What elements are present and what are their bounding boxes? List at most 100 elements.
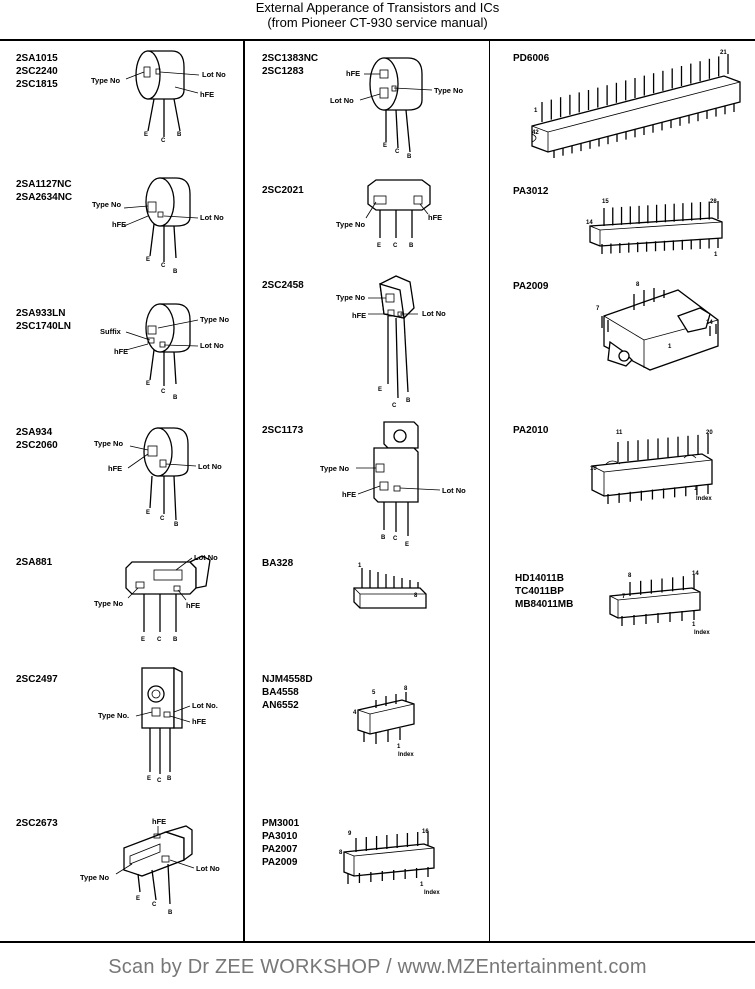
- pin-e: E: [146, 257, 150, 263]
- bottom-rule: [0, 941, 755, 943]
- pin-4-label: 4: [353, 710, 357, 716]
- hybrid-package-diagram-pa2009: 8 7 14 1: [596, 282, 719, 371]
- to92-package-diagram-4: Type No hFE Lot No E C B: [94, 427, 222, 528]
- pin-e: E: [141, 637, 145, 643]
- pin-1-label: 1: [694, 486, 698, 492]
- part-numbers-2sc1173: 2SC1173: [262, 425, 304, 436]
- page-title: External Apperance of Transistors and IC…: [0, 0, 755, 30]
- to92-package-diagram-2: Type No hFE Lot No E C B: [92, 177, 224, 275]
- pin-1-label: 1: [397, 744, 401, 750]
- lot-no-label: Lot No: [194, 553, 218, 562]
- part-numbers-2sc2021: 2SC2021: [262, 185, 304, 196]
- index-label: Index: [696, 496, 712, 502]
- pin-b: B: [381, 535, 386, 541]
- lot-no-label: Lot No: [202, 70, 226, 79]
- index-label: Index: [424, 890, 440, 896]
- part-numbers-2sa1127nc: 2SA1127NC 2SA2634NC: [16, 179, 73, 203]
- dip28-package-diagram-pa3012: 15 28 14 1: [586, 199, 723, 258]
- pin-15-label: 15: [602, 199, 609, 205]
- pin-42-label: 42: [532, 130, 539, 136]
- dip8-package-diagram-njm4558d: 5 8 4 1 Index: [353, 686, 415, 758]
- to126-package-diagram-2sa881: Lot No Type No hFE E C B: [94, 553, 218, 643]
- pin-e: E: [136, 896, 140, 902]
- hfe-label: hFE: [352, 311, 366, 320]
- hfe-label: hFE: [200, 90, 214, 99]
- pin-1-label: 1: [420, 882, 424, 888]
- pin-7-label: 7: [596, 306, 600, 312]
- pin-b: B: [407, 154, 412, 160]
- hfe-label: hFE: [186, 601, 200, 610]
- to92-package-diagram-3: Type No Suffix hFE Lot No E C B: [100, 303, 229, 401]
- pin-c: C: [160, 516, 165, 522]
- pin-e: E: [383, 143, 387, 149]
- pin-e: E: [144, 132, 148, 138]
- type-no-label: Type No: [434, 86, 463, 95]
- part-numbers-ba328: BA328: [262, 558, 294, 569]
- pin-10-label: 10: [590, 466, 597, 472]
- type-no-label: Type No: [92, 200, 121, 209]
- part-numbers-2sc2673: 2SC2673: [16, 818, 58, 829]
- to126-package-diagram-2sc2497: Lot No. Type No. hFE E C B: [98, 666, 218, 784]
- lot-no-label: Lot No: [330, 96, 354, 105]
- part-numbers-2sc1383nc: 2SC1383NC 2SC1283: [262, 53, 319, 77]
- to92-package-diagram-1: Type No Lot No hFE E C B: [91, 50, 226, 144]
- type-no-label: Type No: [91, 76, 120, 85]
- pin-5-label: 5: [372, 690, 376, 696]
- type-no-label: Type No: [336, 293, 365, 302]
- lot-no-label: Lot No.: [192, 701, 218, 710]
- pin-b: B: [173, 637, 178, 643]
- part-numbers-hd14011b: HD14011B TC4011BP MB84011MB: [515, 573, 574, 610]
- pin-b: B: [168, 910, 173, 916]
- part-numbers-2sa933ln: 2SA933LN 2SC1740LN: [16, 308, 72, 332]
- to220-package-diagram-2sc1173: Type No hFE Lot No B C E: [320, 421, 466, 548]
- pin-c: C: [157, 637, 162, 643]
- pin-1-label: 1: [358, 563, 362, 569]
- to92-package-diagram-2sc2458: Type No hFE Lot No E C B: [336, 275, 446, 409]
- part-numbers-2sa1015: 2SA1015 2SC2240 2SC1815: [16, 53, 58, 90]
- dip16-package-diagram-pm3001: 9 16 8 1 Index: [339, 829, 440, 896]
- top-rule: [0, 39, 755, 41]
- part-numbers-2sc2497: 2SC2497: [16, 674, 58, 685]
- pin-1-label: 1: [668, 344, 672, 350]
- dip42-package-diagram-pd6006: 21 1 42: [531, 50, 741, 158]
- part-numbers-2sa881: 2SA881: [16, 557, 53, 568]
- pin-14-label: 14: [586, 220, 593, 226]
- hfe-label: hFE: [192, 717, 206, 726]
- pin-c: C: [392, 403, 397, 409]
- type-no-label: Type No.: [98, 711, 129, 720]
- suffix-label: Suffix: [100, 327, 122, 336]
- hfe-label: hFE: [108, 464, 122, 473]
- column-divider-1: [243, 40, 245, 942]
- pin-b: B: [406, 398, 411, 404]
- part-numbers-2sc2458: 2SC2458: [262, 280, 304, 291]
- pin-8-label: 8: [339, 850, 343, 856]
- pin-e: E: [147, 776, 151, 782]
- pin-e: E: [405, 542, 409, 548]
- type-no-label: Type No: [80, 873, 109, 882]
- part-numbers-njm4558d: NJM4558D BA4558 AN6552: [262, 674, 313, 711]
- pin-20-label: 20: [706, 430, 713, 436]
- pin-11-label: 11: [616, 430, 623, 436]
- pin-28-label: 28: [710, 199, 717, 205]
- pin-21-label: 21: [720, 50, 727, 56]
- part-numbers-2sa934: 2SA934 2SC2060: [16, 427, 58, 451]
- pin-1-label: 1: [714, 252, 718, 258]
- hfe-label: hFE: [346, 69, 360, 78]
- pin-c: C: [152, 902, 157, 908]
- hfe-label: hFE: [112, 220, 126, 229]
- part-numbers-pa3012: PA3012: [513, 186, 549, 197]
- hfe-label: hFE: [342, 490, 356, 499]
- lot-no-label: Lot No: [442, 486, 466, 495]
- dip14-package-diagram-hd14011b: 8 14 7 1 Index: [609, 571, 710, 636]
- pin-b: B: [167, 776, 172, 782]
- pin-b: B: [409, 243, 414, 249]
- pin-c: C: [393, 243, 398, 249]
- pin-e: E: [146, 381, 150, 387]
- part-numbers-pm3001: PM3001 PA3010 PA2007 PA2009: [262, 818, 300, 868]
- sip-package-diagram-ba328: 1 8: [353, 563, 427, 609]
- part-numbers-pd6006: PD6006: [513, 53, 550, 64]
- index-label: Index: [694, 630, 710, 636]
- pin-b: B: [173, 395, 178, 401]
- pin-1-label: 1: [692, 622, 696, 628]
- pin-8-label: 8: [628, 573, 632, 579]
